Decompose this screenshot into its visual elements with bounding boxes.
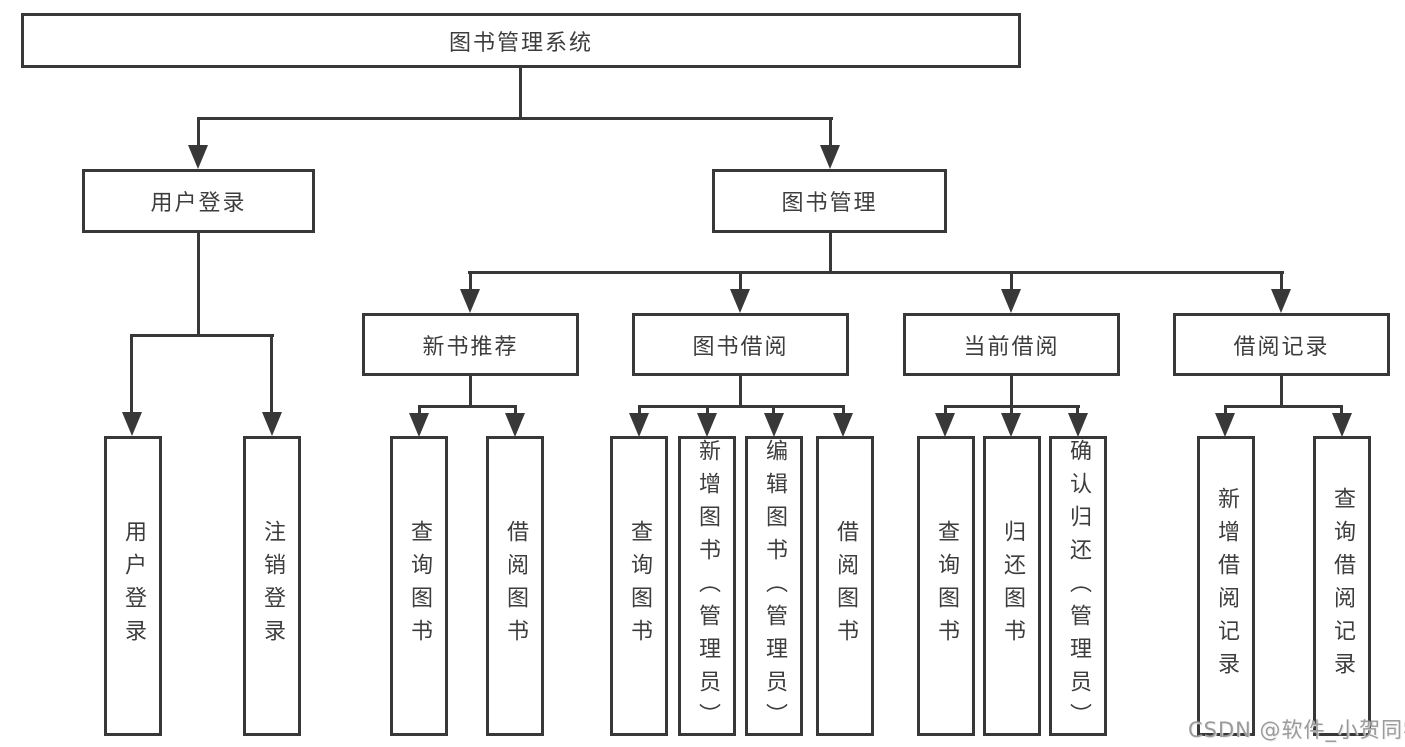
arrowhead-icon	[1001, 413, 1021, 437]
connector-line	[468, 271, 1284, 274]
connector-line	[829, 117, 832, 147]
arrowhead-icon	[820, 145, 840, 169]
connector-line	[197, 233, 200, 334]
connector-line	[739, 271, 742, 291]
connector-line	[1010, 405, 1013, 417]
leaf-query-borrow-record: 查询借阅记录	[1313, 436, 1371, 736]
connector-line	[842, 405, 845, 417]
arrowhead-icon	[409, 413, 429, 437]
node-new-book-recommend: 新书推荐	[362, 313, 579, 376]
connector-line	[706, 405, 709, 417]
leaf-query-book-borrow: 查询图书	[610, 436, 668, 736]
leaf-confirm-return-admin: 确认归还（管理员）	[1049, 436, 1107, 736]
connector-line	[638, 405, 641, 417]
connector-line	[197, 117, 833, 120]
connector-line	[1280, 271, 1283, 291]
node-book-borrow: 图书借阅	[632, 313, 849, 376]
arrowhead-icon	[1068, 413, 1088, 437]
connector-line	[1076, 405, 1079, 417]
arrowhead-icon	[629, 413, 649, 437]
connector-line	[418, 405, 421, 417]
connector-line	[1010, 271, 1013, 291]
arrowhead-icon	[935, 413, 955, 437]
connector-line	[514, 405, 517, 417]
connector-line	[829, 233, 832, 271]
connector-line	[270, 334, 273, 414]
arrowhead-icon	[188, 145, 208, 169]
connector-line	[130, 334, 274, 337]
node-book-management: 图书管理	[712, 169, 947, 233]
connector-line	[519, 68, 522, 117]
node-current-borrow: 当前借阅	[903, 313, 1120, 376]
leaf-user-login: 用户登录	[104, 436, 162, 736]
leaf-borrow-book-recommend: 借阅图书	[486, 436, 544, 736]
arrowhead-icon	[1271, 289, 1291, 313]
arrowhead-icon	[764, 413, 784, 437]
arrowhead-icon	[730, 289, 750, 313]
leaf-query-book-current: 查询图书	[917, 436, 975, 736]
arrowhead-icon	[505, 413, 525, 437]
connector-line	[944, 405, 947, 417]
leaf-query-book-recommend: 查询图书	[390, 436, 448, 736]
arrowhead-icon	[262, 412, 282, 436]
node-user-login: 用户登录	[82, 169, 315, 233]
connector-line	[1280, 376, 1283, 405]
leaf-return-book: 归还图书	[983, 436, 1041, 736]
arrowhead-icon	[697, 413, 717, 437]
arrowhead-icon	[1215, 413, 1235, 437]
connector-line	[772, 405, 775, 417]
connector-line	[1010, 376, 1013, 405]
leaf-add-borrow-record: 新增借阅记录	[1197, 436, 1255, 736]
csdn-watermark: CSDN @软件_小贺同学	[1188, 718, 1405, 742]
connector-line	[1340, 405, 1343, 417]
connector-line	[739, 376, 742, 405]
leaf-edit-book-admin: 编辑图书（管理员）	[745, 436, 803, 736]
arrowhead-icon	[833, 413, 853, 437]
arrowhead-icon	[1001, 289, 1021, 313]
leaf-borrow-book: 借阅图书	[816, 436, 874, 736]
connector-line	[418, 405, 517, 408]
connector-line	[130, 334, 133, 414]
arrowhead-icon	[1332, 413, 1352, 437]
connector-line	[469, 271, 472, 291]
node-root: 图书管理系统	[21, 13, 1021, 68]
connector-line	[1224, 405, 1227, 417]
leaf-add-book-admin: 新增图书（管理员）	[678, 436, 736, 736]
connector-line	[1224, 405, 1343, 408]
connector-line	[469, 376, 472, 405]
leaf-logout: 注销登录	[243, 436, 301, 736]
connector-line	[197, 117, 200, 147]
node-borrow-record: 借阅记录	[1173, 313, 1390, 376]
arrowhead-icon	[460, 289, 480, 313]
arrowhead-icon	[122, 412, 142, 436]
connector-line	[638, 405, 845, 408]
